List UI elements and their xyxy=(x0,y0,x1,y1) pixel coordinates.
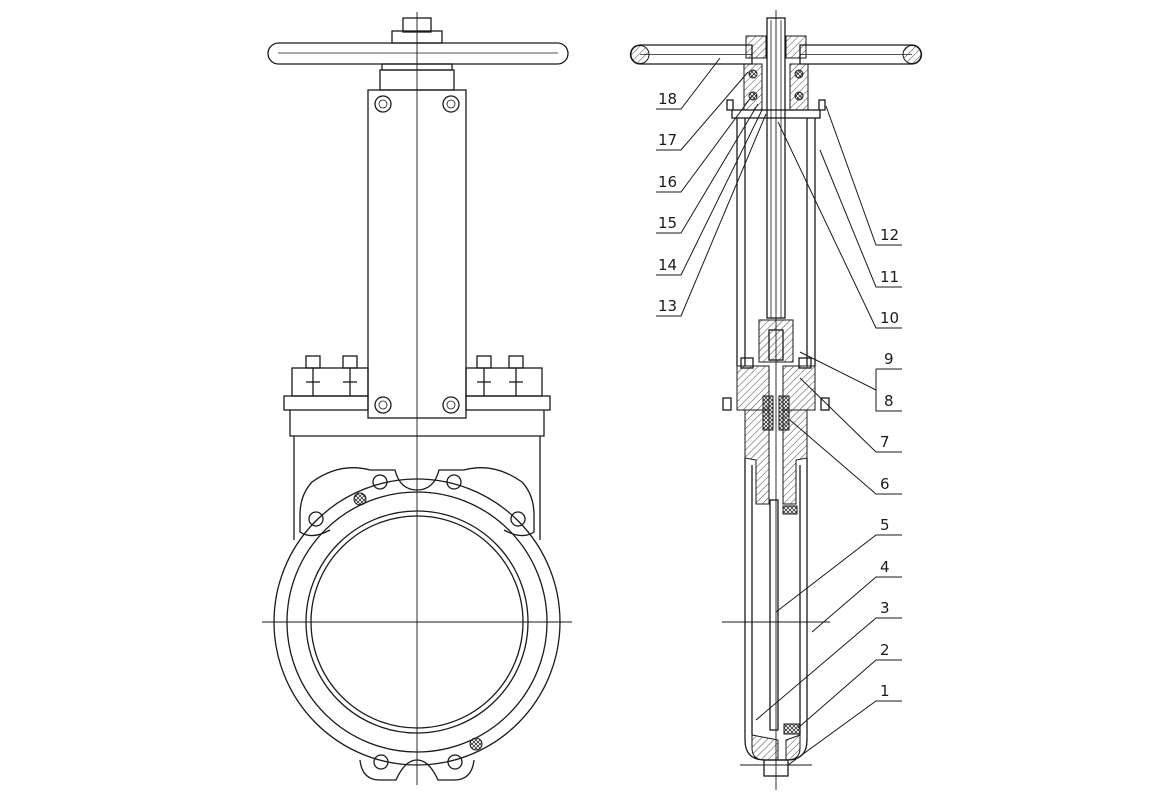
front-view xyxy=(262,12,572,785)
callout-label-16: 16 xyxy=(658,173,677,191)
callout-label-11: 11 xyxy=(880,268,899,286)
callout-label-2: 2 xyxy=(880,641,890,659)
callout-label-12: 12 xyxy=(880,226,899,244)
yoke-bolt-bottom-left xyxy=(374,396,392,414)
callout-label-14: 14 xyxy=(658,256,677,274)
section-view xyxy=(629,10,923,790)
callout-label-10: 10 xyxy=(880,309,899,327)
callout-label-15: 15 xyxy=(658,214,677,232)
callout-label-3: 3 xyxy=(880,599,890,617)
callout-10: 10 xyxy=(777,121,902,329)
callout-label-5: 5 xyxy=(880,516,890,534)
callout-label-17: 17 xyxy=(658,131,677,149)
callout-16: 16 xyxy=(656,95,753,193)
callout-18: 18 xyxy=(656,57,721,110)
callout-14: 14 xyxy=(656,109,763,276)
callout-1: 1 xyxy=(787,682,902,766)
callout-2: 2 xyxy=(797,641,902,729)
callout-label-9: 9 xyxy=(884,350,894,368)
yoke-bolt-bottom-right xyxy=(442,396,460,414)
callout-label-4: 4 xyxy=(880,558,890,576)
body-bolt-holes xyxy=(308,474,526,770)
yoke-bolt-top-left xyxy=(374,95,392,113)
callout-label-13: 13 xyxy=(658,297,677,315)
handwheel-front xyxy=(267,17,569,91)
callout-15: 15 xyxy=(656,103,759,234)
callout-7: 7 xyxy=(799,377,902,453)
yoke-bolt-top-right xyxy=(442,95,460,113)
callout-4: 4 xyxy=(811,558,902,633)
callout-label-8: 8 xyxy=(884,392,894,410)
callouts: 18 17 16 15 14 13 12 11 xyxy=(656,57,902,766)
yoke-section xyxy=(731,109,821,366)
callout-13: 13 xyxy=(656,113,767,317)
front-center-lines xyxy=(262,12,572,785)
callout-3: 3 xyxy=(755,599,902,721)
callout-label-7: 7 xyxy=(880,433,890,451)
callout-label-18: 18 xyxy=(658,90,677,108)
callout-5: 5 xyxy=(775,516,902,613)
callout-12: 12 xyxy=(825,105,902,246)
callout-label-1: 1 xyxy=(880,682,890,700)
callout-label-6: 6 xyxy=(880,475,890,493)
section-center-lines xyxy=(722,10,830,790)
stem-nut-housing xyxy=(726,63,826,111)
callout-11: 11 xyxy=(819,149,902,288)
handwheel-section xyxy=(629,35,923,65)
callout-6: 6 xyxy=(789,419,902,495)
callout-9-8: 9 8 xyxy=(799,350,902,412)
callout-17: 17 xyxy=(656,71,749,151)
